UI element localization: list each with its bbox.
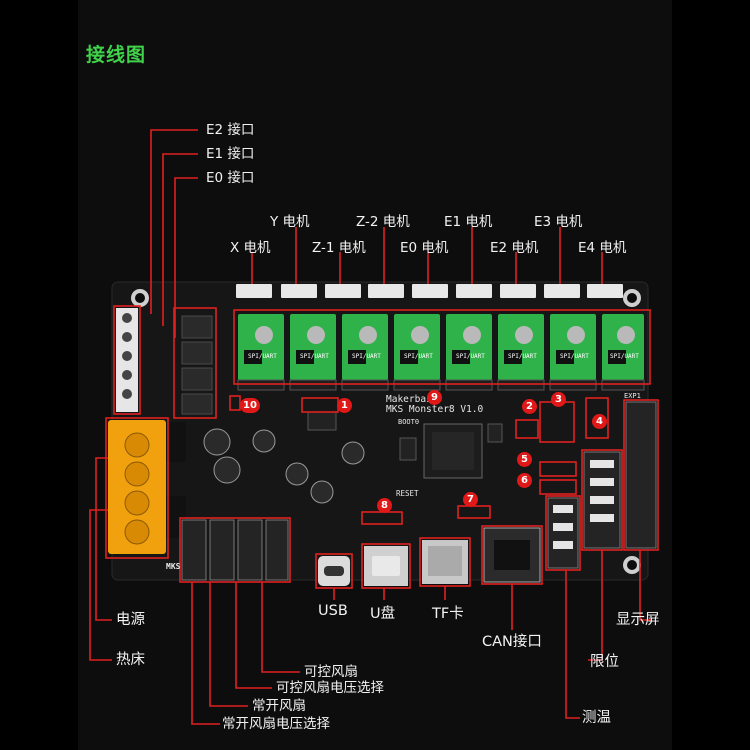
silk-boot0: BOOT0 xyxy=(398,418,420,426)
label-e3-motor: E3 电机 xyxy=(534,214,583,230)
callout-lines xyxy=(89,129,659,725)
label-udisk: U盘 xyxy=(370,606,396,622)
label-always-on-fan-voltage: 常开风扇电压选择 xyxy=(222,716,330,732)
marker-7: 7 xyxy=(463,492,478,507)
right-black-margin xyxy=(672,0,750,750)
marker-1: 1 xyxy=(337,398,352,413)
marker-8: 8 xyxy=(377,498,392,513)
driver-modules xyxy=(237,314,645,391)
label-e1-interface: E1 接口 xyxy=(206,146,255,162)
left-black-margin xyxy=(0,0,78,750)
label-display: 显示屏 xyxy=(616,612,660,628)
marker-9: 9 xyxy=(427,390,442,405)
marker-2: 2 xyxy=(522,399,537,414)
label-thermistor: 测温 xyxy=(582,710,611,726)
silk-model: MKS Monster8 V1.0 xyxy=(386,404,484,415)
silk-spi-4: SPI/UART xyxy=(404,353,433,360)
page-title: 接线图 xyxy=(86,44,147,66)
capacitors xyxy=(203,428,365,504)
label-controlled-fan-voltage: 可控风扇电压选择 xyxy=(276,680,384,696)
power-terminal-block xyxy=(108,420,166,554)
label-tf-card: TF卡 xyxy=(432,606,464,622)
silk-spi-3: SPI/UART xyxy=(352,353,381,360)
silk-spi-7: SPI/UART xyxy=(560,353,589,360)
label-can: CAN接口 xyxy=(482,634,542,650)
silk-spi-5: SPI/UART xyxy=(456,353,485,360)
label-usb: USB xyxy=(318,603,348,619)
silk-logo: MKS xyxy=(166,562,181,571)
silk-exp1: EXP1 xyxy=(624,392,641,400)
label-e2-motor: E2 电机 xyxy=(490,240,539,256)
fan-headers xyxy=(181,519,289,581)
silk-spi-1: SPI/UART xyxy=(248,353,277,360)
label-always-on-fan: 常开风扇 xyxy=(252,698,306,714)
marker-6: 6 xyxy=(517,473,532,488)
marker-4: 4 xyxy=(592,414,607,429)
label-z1-motor: Z-1 电机 xyxy=(312,240,366,256)
label-e1-motor: E1 电机 xyxy=(444,214,493,230)
motor-connectors xyxy=(236,284,623,298)
label-controlled-fan: 可控风扇 xyxy=(304,664,358,680)
label-e0-interface: E0 接口 xyxy=(206,170,255,186)
marker-10: 10 xyxy=(240,398,260,413)
label-e2-interface: E2 接口 xyxy=(206,122,255,138)
silk-spi-8: SPI/UART xyxy=(610,353,639,360)
label-e0-motor: E0 电机 xyxy=(400,240,449,256)
label-power: 电源 xyxy=(116,612,145,628)
label-heatbed: 热床 xyxy=(116,652,145,668)
label-y-motor: Y 电机 xyxy=(270,214,310,230)
silk-spi-2: SPI/UART xyxy=(300,353,329,360)
silk-spi-6: SPI/UART xyxy=(508,353,537,360)
label-e4-motor: E4 电机 xyxy=(578,240,627,256)
silk-reset: RESET xyxy=(396,489,419,498)
marker-5: 5 xyxy=(517,452,532,467)
label-x-motor: X 电机 xyxy=(230,240,271,256)
label-z2-motor: Z-2 电机 xyxy=(356,214,410,230)
silk-brand: Makerbase xyxy=(386,394,438,405)
marker-3: 3 xyxy=(551,392,566,407)
label-endstop: 限位 xyxy=(590,654,619,670)
